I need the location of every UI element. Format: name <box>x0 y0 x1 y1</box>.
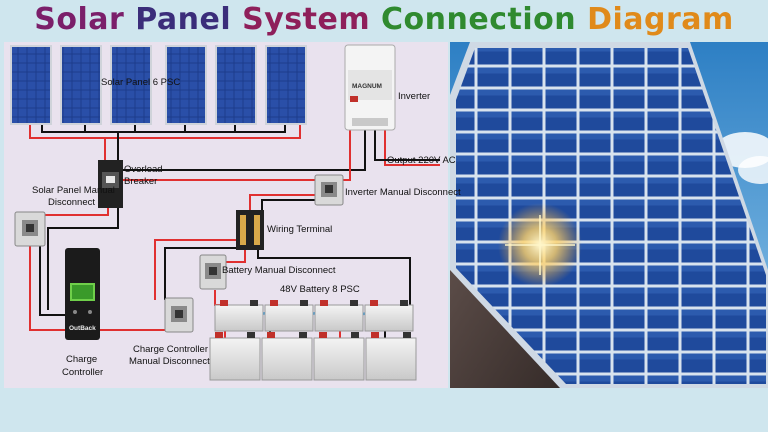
title-word-2: Panel <box>135 2 232 37</box>
title-word-3: System <box>242 2 371 37</box>
solar-disconnect-label-1: Solar Panel Manual <box>32 185 115 196</box>
battery-icon <box>264 300 314 332</box>
battery-icon <box>214 300 264 332</box>
rooftop-photo <box>450 42 768 388</box>
disconnect-switch-icon <box>164 297 194 333</box>
wiring-terminal-label: Wiring Terminal <box>267 224 332 235</box>
terminal-block-icon <box>236 210 264 250</box>
battery-icon <box>365 332 417 381</box>
disconnect-switch-icon <box>314 174 344 206</box>
disconnect-switch-icon <box>199 254 227 290</box>
overload-breaker-label-1: Overload <box>124 164 163 175</box>
inverter-icon <box>344 44 396 131</box>
title-word-4: Connection <box>381 2 577 37</box>
inverter-disconnect-label: Inverter Manual Disconnect <box>345 187 461 198</box>
solar-panel-icon <box>215 45 257 125</box>
title-word-1: Solar <box>34 2 125 37</box>
solar-panel-icon <box>110 45 152 125</box>
battery-icon <box>313 332 365 381</box>
battery-disconnect-label: Battery Manual Disconnect <box>222 265 336 276</box>
charge-controller-icon <box>65 248 100 340</box>
solar-panel-icon <box>10 45 52 125</box>
battery-icon <box>261 332 313 381</box>
solar-panel-icon <box>265 45 307 125</box>
controller-brand: OutBack <box>69 325 96 332</box>
output-label: Output 220V AC <box>387 155 456 166</box>
charge-controller-label-2: Controller <box>62 367 103 378</box>
charge-controller-label-1: Charge <box>66 354 97 365</box>
battery-bank-label: 48V Battery 8 PSC <box>280 284 360 295</box>
battery-icon <box>314 300 364 332</box>
solar-panel-array <box>10 45 307 125</box>
inverter-brand: MAGNUM <box>352 83 382 90</box>
page-title: Solar Panel System Connection Diagram <box>0 2 768 37</box>
breaker-icon <box>98 160 123 208</box>
solar-panel-icon <box>60 45 102 125</box>
overload-breaker-label-2: Breaker <box>124 176 157 187</box>
cc-disconnect-label-2: Manual Disconnect <box>129 356 210 367</box>
solar-panels-label: Solar Panel 6 PSC <box>101 77 180 88</box>
battery-bank <box>209 300 417 381</box>
inverter-label: Inverter <box>398 91 430 102</box>
disconnect-switch-icon <box>14 211 46 247</box>
title-word-5: Diagram <box>587 2 734 37</box>
solar-panel-icon <box>165 45 207 125</box>
battery-icon <box>209 332 261 381</box>
solar-disconnect-label-2: Disconnect <box>48 197 95 208</box>
battery-icon <box>364 300 414 332</box>
cc-disconnect-label-1: Charge Controller <box>133 344 208 355</box>
